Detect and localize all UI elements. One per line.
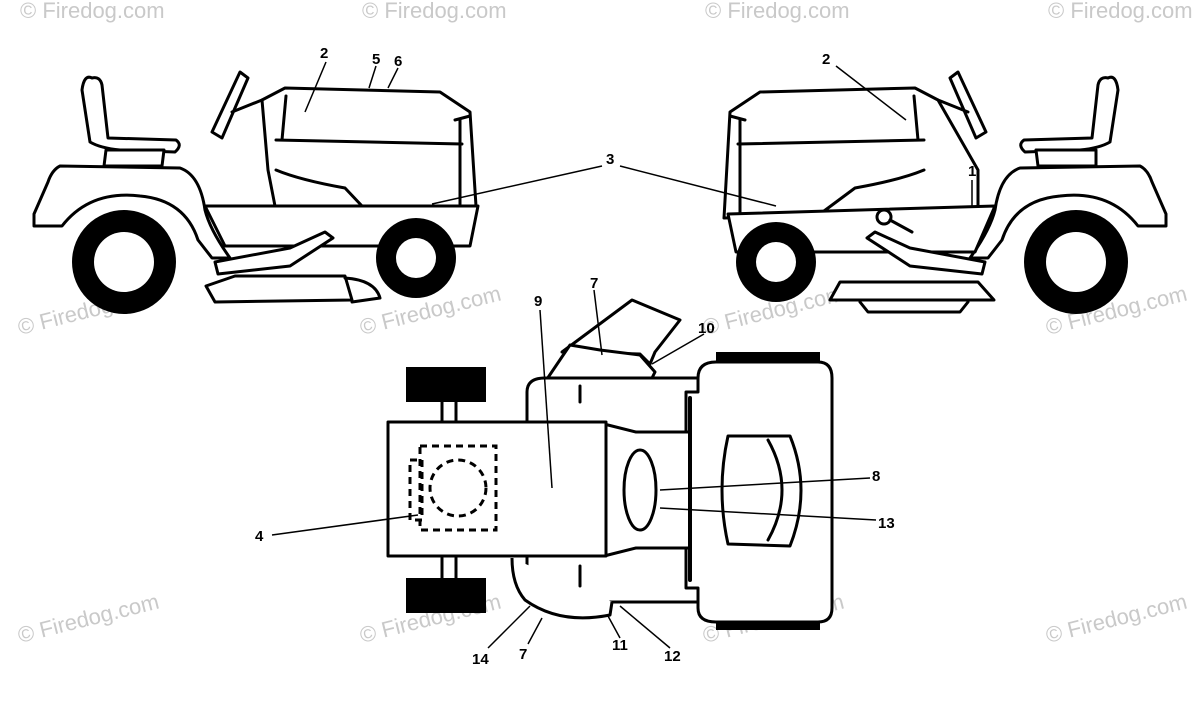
callout-14: 14 bbox=[472, 651, 489, 668]
callout-2: 2 bbox=[320, 45, 328, 62]
watermark-text: © Firedog.com bbox=[20, 0, 165, 23]
callout-5: 5 bbox=[372, 51, 380, 68]
callout-7: 7 bbox=[519, 646, 527, 663]
callout-13: 13 bbox=[878, 515, 895, 532]
callout-7: 7 bbox=[590, 275, 598, 292]
watermark-text: © Firedog.com bbox=[362, 0, 507, 23]
callout-6: 6 bbox=[394, 53, 402, 70]
tractor-right-side-view bbox=[722, 70, 1168, 314]
watermark-text: © Firedog.com bbox=[1043, 589, 1189, 648]
watermark-text: © Firedog.com bbox=[705, 0, 850, 23]
callout-11: 11 bbox=[612, 637, 628, 654]
leader-lines bbox=[271, 61, 973, 649]
callout-10: 10 bbox=[698, 320, 715, 337]
watermark-text: © Firedog.com bbox=[1048, 0, 1193, 23]
tractor-left-side-view bbox=[32, 70, 480, 314]
callout-3: 3 bbox=[606, 151, 614, 168]
callout-4: 4 bbox=[255, 528, 264, 545]
callout-1: 1 bbox=[968, 163, 976, 180]
callout-labels: 2 5 6 3 2 1 7 9 10 8 13 4 14 7 11 12 bbox=[255, 45, 976, 668]
callout-12: 12 bbox=[664, 648, 681, 665]
callout-2: 2 bbox=[822, 51, 830, 68]
callout-8: 8 bbox=[872, 468, 880, 485]
callout-9: 9 bbox=[534, 293, 542, 310]
watermark-text: © Firedog.com bbox=[15, 589, 161, 648]
tractor-top-view bbox=[386, 298, 834, 630]
